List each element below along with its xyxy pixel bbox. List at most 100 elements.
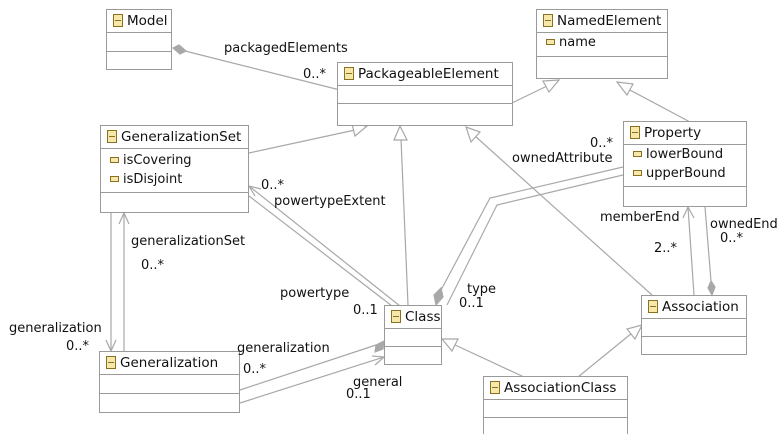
role-label-owned-end: ownedEnd <box>710 217 778 232</box>
composition-diamond <box>433 286 444 307</box>
class-icon <box>630 126 640 139</box>
multiplicity-packaged-elements: 0..* <box>303 67 327 82</box>
operations-compartment <box>338 103 512 125</box>
operations-compartment <box>385 346 441 364</box>
property-type-connector <box>446 174 624 306</box>
model-packaged-elements-connector <box>184 50 341 91</box>
operations-compartment <box>100 393 239 412</box>
class-header: PackageableElement <box>338 63 512 85</box>
open-arrowhead <box>682 205 695 219</box>
role-label-member-end: memberEnd <box>600 210 680 225</box>
property-to-named-generalization <box>627 88 691 123</box>
class-box-association[interactable]: Association <box>641 295 747 355</box>
attribute-name: lowerBound <box>646 147 724 162</box>
class-header: Class <box>385 306 441 328</box>
open-arrowhead <box>118 211 130 225</box>
multiplicity-generalization-set: 0..* <box>141 258 165 273</box>
attribute-name: isDisjoint <box>123 172 183 187</box>
operations-compartment <box>101 192 248 212</box>
attribute-row: isDisjoint <box>101 170 248 189</box>
class-box-packageable-element[interactable]: PackageableElement <box>337 62 513 126</box>
composition-diamond <box>171 44 188 55</box>
class-icon <box>107 130 117 143</box>
attribute-name: upperBound <box>646 166 726 181</box>
attribute-row: isCovering <box>101 151 248 170</box>
attribute-name: isCovering <box>123 153 192 168</box>
association-owned-end-connector <box>704 206 712 282</box>
multiplicity-powertype-extent: 0..* <box>261 178 285 193</box>
class-box-property[interactable]: Property lowerBound upperBound <box>623 121 747 207</box>
multiplicity-generalization-left: 0..* <box>66 339 90 354</box>
attribute-icon <box>633 151 642 157</box>
operations-compartment <box>107 51 171 69</box>
class-box-generalization[interactable]: Generalization <box>99 351 240 413</box>
generalization-general-connector <box>239 356 385 404</box>
class-icon <box>490 381 500 394</box>
attribute-row: upperBound <box>624 164 746 183</box>
class-name: GeneralizationSet <box>121 129 242 145</box>
generalization-arrowhead <box>440 338 459 353</box>
class-name: Model <box>127 13 168 29</box>
multiplicity-owned-end: 0..* <box>720 231 744 246</box>
class-header: GeneralizationSet <box>101 126 248 148</box>
class-name: NamedElement <box>557 13 662 29</box>
role-label-generalization-bottom: generalization <box>237 341 330 356</box>
generalization-arrowhead <box>615 81 634 97</box>
attributes-compartment <box>338 85 512 103</box>
multiplicity-owned-attribute: 0..* <box>590 136 614 151</box>
class-box-named-element[interactable]: NamedElement name <box>536 9 668 79</box>
attribute-name: name <box>559 35 596 50</box>
class-name: AssociationClass <box>504 380 617 396</box>
class-icon <box>391 310 401 323</box>
class-to-packageable-generalization <box>400 138 409 306</box>
operations-compartment <box>642 336 746 354</box>
genset-powertype-extent-connector <box>248 185 401 307</box>
role-label-owned-attribute: ownedAttribute <box>512 151 613 166</box>
generalization-arrowhead <box>465 126 482 144</box>
class-name: PackageableElement <box>358 66 499 82</box>
role-label-generalization-set: generalizationSet <box>131 234 246 249</box>
class-header: Model <box>107 10 171 32</box>
attributes-compartment <box>107 32 171 51</box>
generalization-arrowhead <box>393 124 408 141</box>
class-header: Generalization <box>100 352 239 374</box>
class-box-class[interactable]: Class <box>384 305 442 365</box>
class-icon <box>543 14 553 27</box>
role-label-powertype: powertype <box>280 286 350 301</box>
multiplicity-type: 0..1 <box>459 296 484 311</box>
class-header: Association <box>642 296 746 318</box>
class-box-generalization-set[interactable]: GeneralizationSet isCovering isDisjoint <box>100 125 249 213</box>
multiplicity-member-end: 2..* <box>654 241 678 256</box>
class-header: AssociationClass <box>484 377 627 399</box>
genset-to-packageable-generalization <box>248 129 356 154</box>
class-box-association-class[interactable]: AssociationClass <box>483 376 628 434</box>
multiplicity-powertype: 0..1 <box>353 303 378 318</box>
attributes-compartment <box>100 374 239 393</box>
class-icon <box>344 67 354 80</box>
class-header: NamedElement <box>537 10 667 32</box>
attributes-compartment: isCovering isDisjoint <box>101 148 248 192</box>
association-member-end-connector <box>687 206 695 296</box>
class-box-model[interactable]: Model <box>106 9 172 70</box>
operations-compartment <box>624 186 746 206</box>
attribute-icon <box>546 39 555 45</box>
packageable-to-named-generalization <box>511 85 548 104</box>
composition-diamond <box>374 339 385 353</box>
role-label-general: general <box>353 375 403 390</box>
property-owned-attribute-connector <box>439 166 624 293</box>
multiplicity-general: 0..1 <box>346 387 371 402</box>
operations-compartment <box>484 417 627 434</box>
role-label-generalization-left: generalization <box>9 321 102 336</box>
genset-powertype-connector <box>248 195 393 307</box>
class-icon <box>106 356 116 369</box>
class-name: Generalization <box>120 355 219 371</box>
assocclass-to-class-generalization <box>452 343 525 378</box>
class-name: Association <box>662 299 739 315</box>
attribute-row: name <box>537 33 667 52</box>
generalization-arrowhead <box>625 324 644 341</box>
operations-compartment <box>537 56 667 78</box>
role-label-powertype-extent: powertypeExtent <box>274 194 386 209</box>
attributes-compartment <box>484 399 627 417</box>
